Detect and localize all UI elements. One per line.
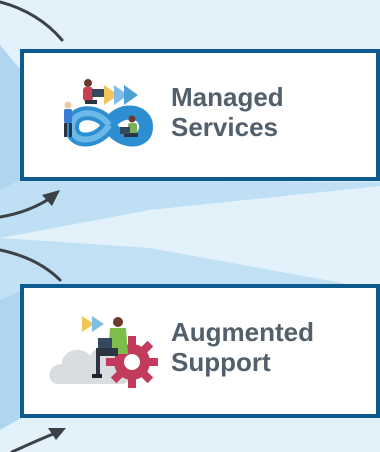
devops-infinity-icon (64, 79, 154, 147)
managed-services-card[interactable]: Managed Services (20, 49, 380, 181)
augmented-support-card[interactable]: Augmented Support (20, 284, 380, 418)
cloud-gear-icon (49, 316, 158, 388)
augmented-label-line1: Augmented (171, 317, 314, 347)
arrow-bottom-curve (10, 430, 60, 452)
managed-label-line2: Services (171, 112, 278, 142)
managed-label-line1: Managed (171, 82, 284, 112)
managed-services-label: Managed Services (171, 82, 371, 142)
arrow-lower-curve (0, 248, 62, 282)
light-beam-bottom (0, 290, 21, 430)
arrowhead-mid (42, 190, 60, 206)
augmented-label-line2: Support (171, 347, 271, 377)
arrowhead-bottom (48, 428, 66, 440)
augmented-support-label: Augmented Support (171, 317, 371, 377)
arrow-top-curve (0, 0, 64, 42)
light-beam-top (0, 45, 21, 190)
light-beam-mid (0, 180, 380, 238)
